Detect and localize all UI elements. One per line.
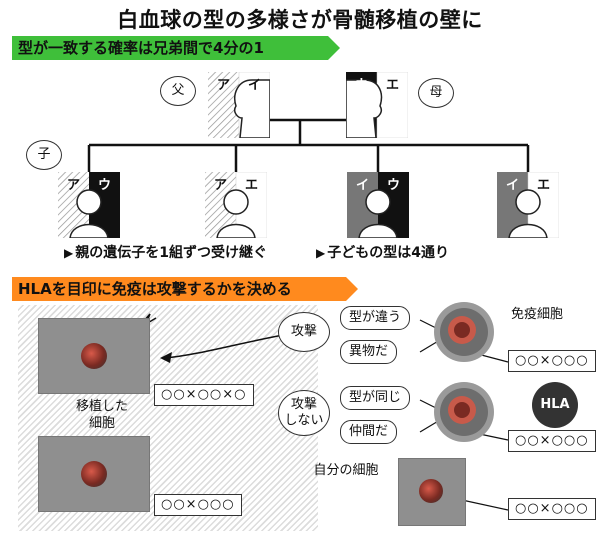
mother-figure: ウ エ [346,72,408,138]
child-4-profile-icon [497,172,559,238]
speech-friend: 仲間だ [340,420,398,444]
no-attack-label-line2: しない [284,413,324,428]
immune-cell-label: 免疫細胞 [510,307,563,322]
father-profile-icon [208,72,270,138]
child-4-gene-left: イ [505,178,519,193]
attack-arrowhead [160,352,172,363]
child-2-gene-left: ア [213,178,227,193]
hla-code-transplant-top: ○○×○○×○ [154,384,254,406]
transplant-cell-label: 移植した 細胞 [62,398,142,432]
hla-code-immune-bottom: ○○×○○○ [508,430,596,452]
family-tree-lines [87,118,530,172]
cell-nucleus [81,343,107,369]
father-speech-text: 父 [171,83,185,98]
child-1-gene-left: ア [66,178,80,193]
hla-badge-text: HLA [540,397,570,412]
own-cell [398,458,466,526]
attack-label: 攻撃 [278,312,330,352]
transplant-cell-label-line2: 細胞 [88,416,115,431]
speech-type-differs: 型が違う [340,306,411,330]
own-cell-label: 自分の細胞 [313,463,379,478]
triangle-bullet-icon: ▶ [316,246,326,260]
hla-badge: HLA [532,382,578,428]
immune-cell-bottom [432,380,496,444]
attack-label-text: 攻撃 [290,324,317,339]
immune-cell-icon [434,382,494,442]
father-gene-right: イ [247,78,261,93]
father-gene-left: ア [216,78,230,93]
banner-notch [328,36,340,60]
hla-code-immune-top: ○○×○○○ [508,350,596,372]
immune-cell-icon [434,302,494,362]
mother-gene-right: エ [385,78,399,93]
note-inherit: ▶親の遺伝子を1組ずつ受け継ぐ [64,242,267,262]
banner-notch [346,277,358,301]
transplant-cell-label-line1: 移植した [75,399,128,414]
banner-sibling-match-text: 型が一致する確率は兄弟間で4分の1 [18,39,264,57]
child-1-profile-icon [58,172,120,238]
child-speech-text: 子 [37,147,51,162]
transplanted-cell-attacked [38,318,150,394]
father-speech-bubble: 父 [160,76,196,106]
speech-foreign: 異物だ [340,340,398,364]
note-inherit-text: 親の遺伝子を1組ずつ受け継ぐ [75,245,267,261]
child-figure-3: イ ウ [347,172,409,238]
father-figure: ア イ [208,72,270,138]
child-figure-4: イ エ [497,172,559,238]
child-1-gene-right: ウ [97,178,111,193]
cell-nucleus [81,461,107,487]
hla-code-own: ○○×○○○ [508,498,596,520]
triangle-bullet-icon: ▶ [64,246,74,260]
mother-gene-left: ウ [354,78,368,93]
child-3-profile-icon [347,172,409,238]
no-attack-label: 攻撃 しない [278,390,330,436]
hla-code-transplant-bottom: ○○×○○○ [154,494,242,516]
cell-nucleus [419,479,443,503]
mother-speech-bubble: 母 [418,78,454,108]
child-figure-1: ア ウ [58,172,120,238]
child-figure-2: ア エ [205,172,267,238]
note-four-types: ▶子どもの型は4通り [316,242,449,262]
mother-profile-icon [346,72,408,138]
banner-sibling-match: 型が一致する確率は兄弟間で4分の1 [12,36,340,60]
speech-type-same: 型が同じ [340,386,411,410]
child-speech-bubble: 子 [26,140,62,170]
banner-hla: HLAを目印に免疫は攻撃するかを決める [12,277,358,301]
mother-speech-text: 母 [429,85,443,100]
child-3-gene-left: イ [355,178,369,193]
child-2-gene-right: エ [244,178,258,193]
note-four-types-text: 子どもの型は4通り [327,245,449,261]
banner-hla-text: HLAを目印に免疫は攻撃するかを決める [18,280,292,298]
child-3-gene-right: ウ [386,178,400,193]
no-attack-label-line1: 攻撃 [290,397,317,412]
child-4-gene-right: エ [536,178,550,193]
transplanted-cell-accepted [38,436,150,512]
immune-cell-top [432,300,496,364]
page-title: 白血球の型の多様さが骨髄移植の壁に [117,8,483,32]
child-2-profile-icon [205,172,267,238]
